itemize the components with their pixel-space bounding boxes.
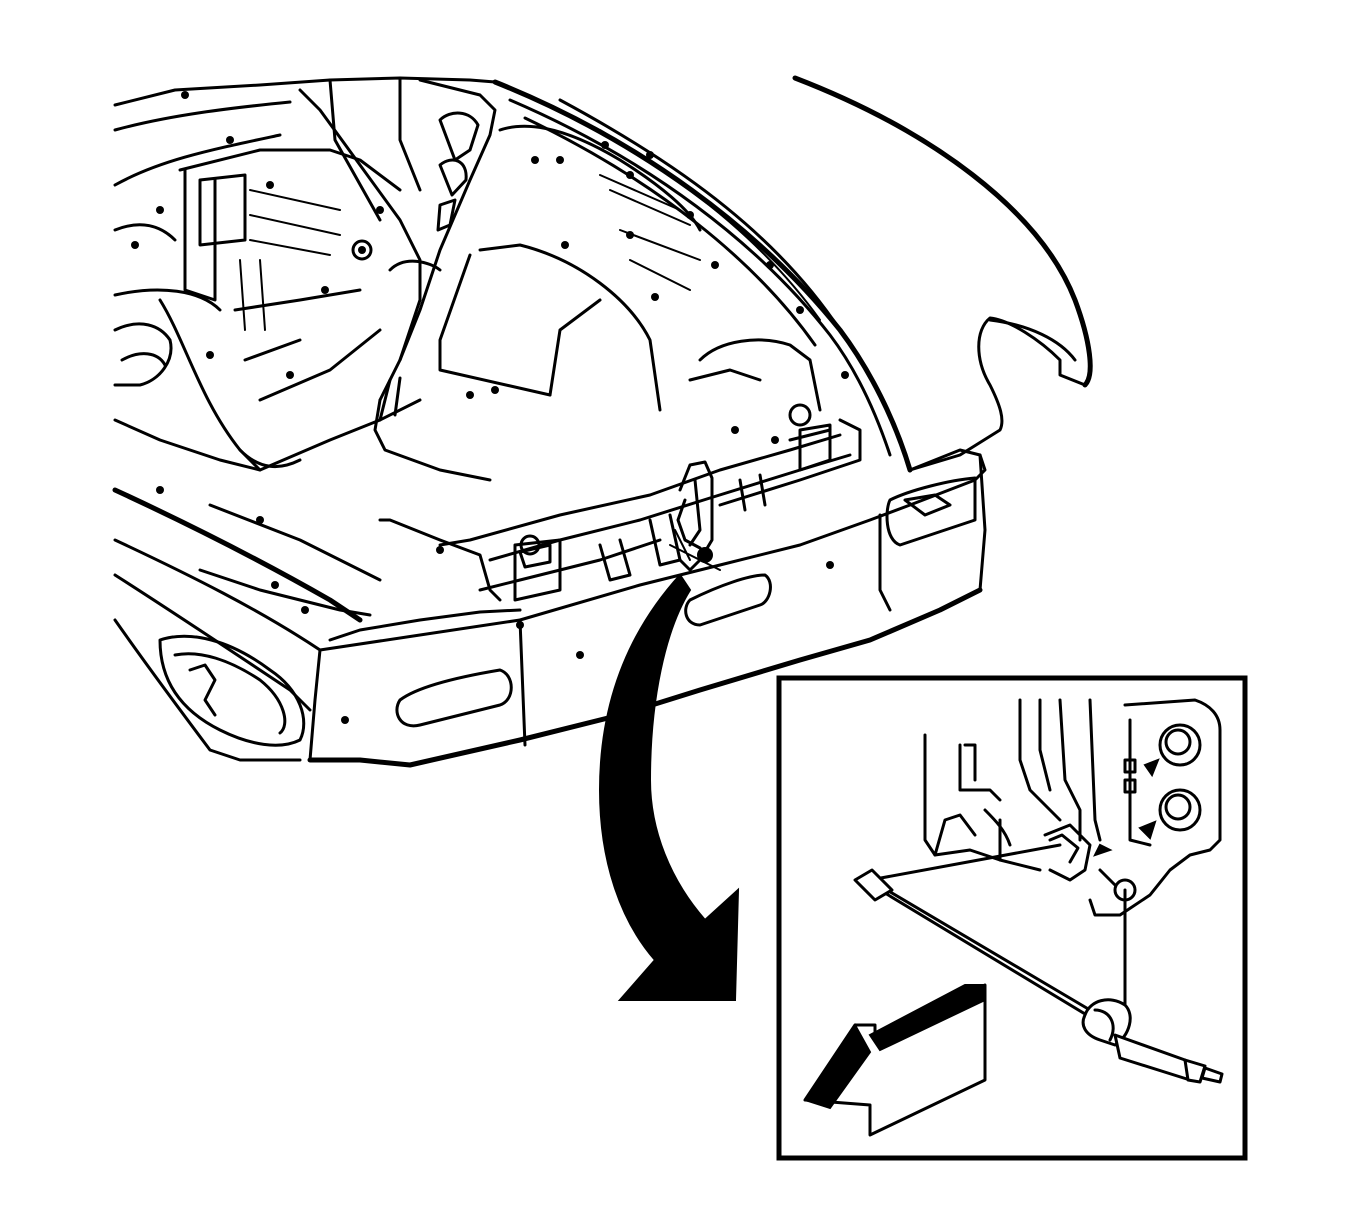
latch-bracket — [923, 698, 1222, 917]
fastener-dots — [131, 91, 849, 724]
hood-latch-assembly — [669, 460, 721, 572]
center-wheelhouse — [373, 78, 822, 482]
hood-release-cable — [853, 843, 1224, 1084]
radiator-support — [378, 403, 862, 602]
front-end-structure-view — [112, 75, 1093, 768]
fender-panel — [792, 75, 1093, 472]
upper-rail-lines — [492, 79, 913, 473]
mounting-bolts — [1123, 723, 1202, 840]
callout-arrow — [598, 573, 740, 1001]
detail-inset — [776, 675, 1248, 1161]
lower-bumper-beam — [112, 448, 987, 768]
front-direction-arrow — [803, 983, 987, 1137]
cowl-and-strut-tower — [113, 76, 497, 472]
